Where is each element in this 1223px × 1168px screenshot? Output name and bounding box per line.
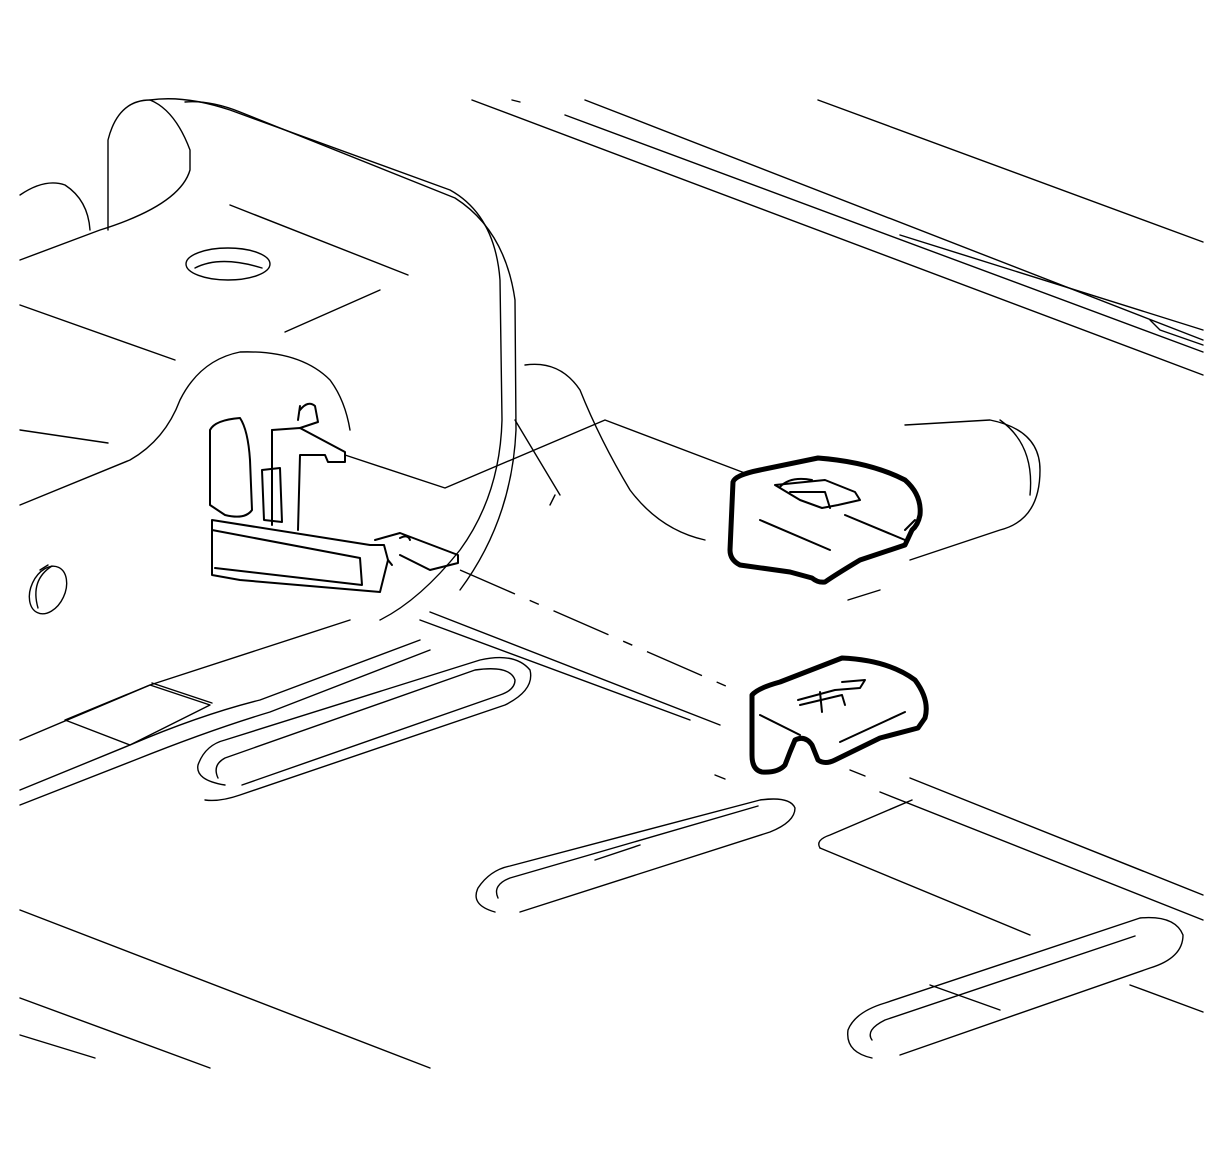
seat-frame-structure — [19, 98, 517, 621]
lower-cover-clip — [749, 655, 929, 775]
floor-panel — [19, 363, 1204, 1069]
seat-bracket — [209, 402, 459, 593]
floor-rails — [471, 99, 1204, 376]
upper-cover-clip — [727, 455, 923, 585]
floor-runner — [19, 619, 431, 806]
